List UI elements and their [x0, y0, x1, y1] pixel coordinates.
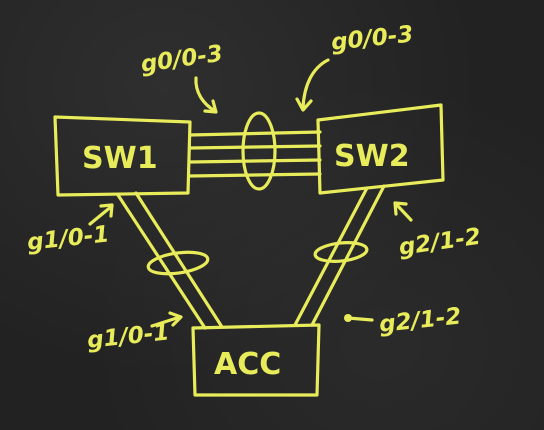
port-sw2-right: g2/1-2: [393, 201, 482, 261]
arrowhead-icon: [168, 311, 183, 327]
node-sw1: SW1: [53, 115, 192, 197]
sw1-box: [53, 115, 192, 197]
link-line: [188, 130, 322, 137]
etherchannel-ring: [313, 241, 369, 263]
link-sw2-acc: [293, 184, 386, 327]
port-acc-left: g1/0-1: [86, 311, 183, 354]
port-label: g1/0-1: [26, 221, 111, 255]
link-line: [293, 186, 369, 327]
port-acc-right: g2/1-2: [344, 303, 463, 338]
link-sw1-sw2: [188, 111, 322, 191]
link-line: [116, 193, 207, 330]
port-label: g2/1-2: [397, 224, 482, 261]
link-line: [188, 158, 322, 164]
arrowhead-icon: [99, 203, 114, 218]
link-sw1-acc: [116, 191, 224, 330]
port-sw2-top: g0/0-3: [295, 21, 415, 112]
link-line: [188, 144, 322, 150]
node-acc: ACC: [191, 323, 321, 397]
arrowhead-icon: [203, 99, 218, 114]
acc-box: [191, 323, 321, 397]
pointer-arrow-icon: [194, 76, 217, 113]
etherchannel-ring: [146, 250, 210, 276]
port-sw1-top: g0/0-3: [139, 41, 224, 114]
port-label: g2/1-2: [378, 303, 463, 337]
pointer-arrow-icon: [88, 204, 114, 226]
pointer-arrow-icon: [394, 202, 413, 222]
port-label: g0/0-3: [139, 41, 224, 78]
arrowhead-icon: [393, 201, 408, 216]
port-label: g0/0-3: [330, 21, 415, 55]
etherchannel-ring: [241, 111, 277, 191]
link-line: [134, 191, 224, 329]
pointer-arrow-icon: [301, 58, 330, 110]
node-sw2: SW2: [316, 103, 445, 195]
link-line: [310, 184, 386, 327]
sw2-box: [316, 103, 445, 195]
sw1-label: SW1: [82, 141, 158, 176]
pointer-arrow-icon: [346, 316, 374, 322]
pointer-arrow-icon: [150, 315, 182, 328]
arrowhead-icon: [295, 97, 313, 112]
sw2-label: SW2: [334, 139, 410, 174]
acc-label: ACC: [214, 347, 281, 382]
port-sw1-left: g1/0-1: [26, 203, 114, 256]
link-line: [188, 172, 322, 178]
